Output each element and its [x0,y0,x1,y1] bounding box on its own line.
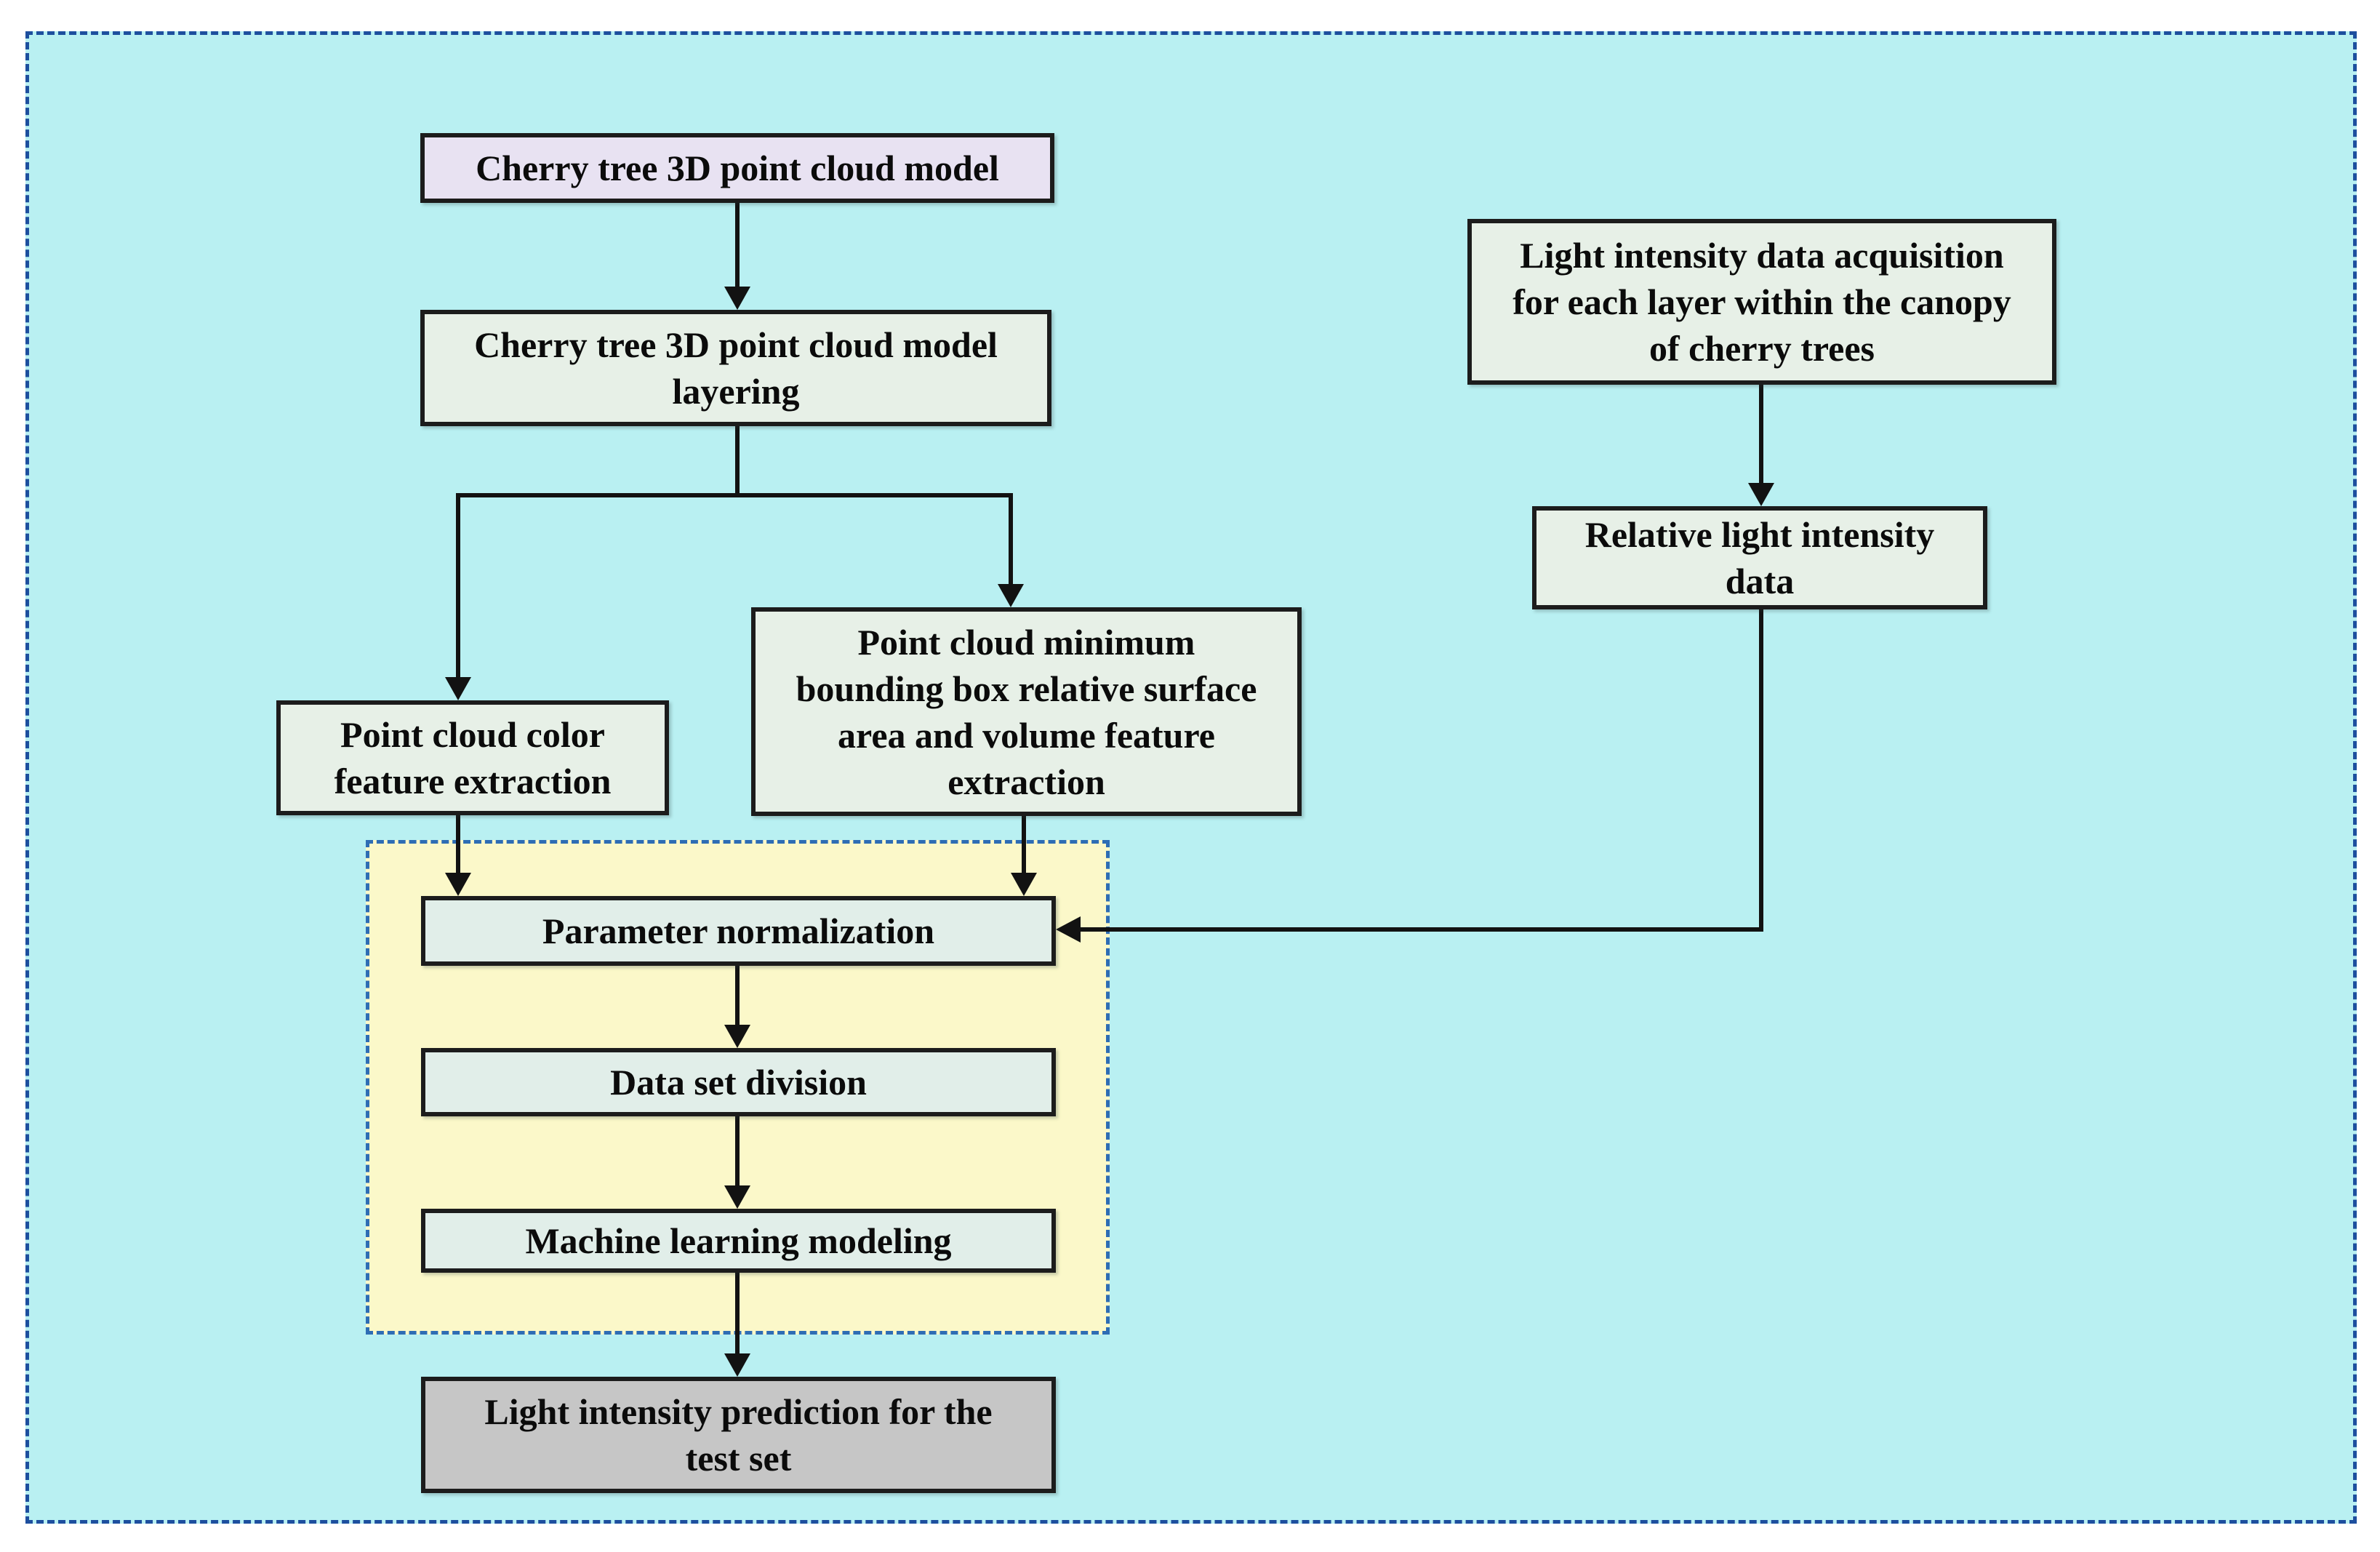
connector-layering-branch [456,426,1013,497]
node-bounding-box-feature-extraction: Point cloud minimum bounding box relativ… [751,607,1302,816]
node-machine-learning-modeling: Machine learning modeling [421,1209,1056,1273]
node-relative-light-intensity-data: Relative light intensity data [1532,506,1987,609]
arrow-branch-to-color-feature [445,493,471,700]
node-data-set-division: Data set division [421,1048,1056,1116]
node-light-intensity-acquisition: Light intensity data acquisition for eac… [1467,219,2056,385]
node-color-feature-extraction: Point cloud color feature extraction [276,700,669,815]
node-cherry-tree-model: Cherry tree 3D point cloud model [420,133,1054,203]
arrow-acquisition-to-relative-light [1748,385,1774,506]
arrow-branch-to-bounding-feature [998,493,1024,607]
node-parameter-normalization: Parameter normalization [421,896,1056,966]
node-model-layering: Cherry tree 3D point cloud model layerin… [420,310,1051,426]
node-light-intensity-prediction: Light intensity prediction for the test … [421,1377,1056,1493]
diagram-outer-frame: Cherry tree 3D point cloud model Cherry … [25,31,2357,1524]
arrow-model-to-layering [724,203,750,310]
